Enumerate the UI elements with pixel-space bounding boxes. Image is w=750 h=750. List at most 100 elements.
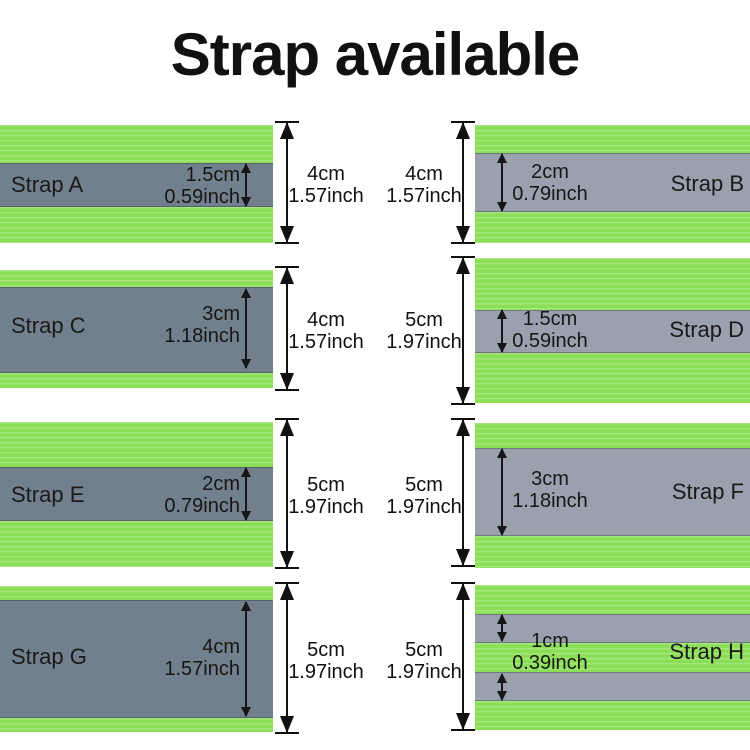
- strap-g-width-arrow-icon: [275, 582, 299, 734]
- strap-d-width-dimension: 5cm 1.97inch: [374, 309, 474, 353]
- strap-h: Strap H 1cm 0.39inch: [475, 585, 750, 730]
- strap-d-stripe-cm: 1.5cm: [522, 308, 578, 330]
- strap-d-label: Strap D: [669, 317, 744, 342]
- strap-c-width-arrow-icon: [275, 266, 299, 391]
- strap-b-width-inch: 1.57inch: [386, 185, 462, 207]
- strap-h-green-middle: [475, 643, 750, 672]
- strap-g-stripe-inch: 1.57inch: [164, 658, 240, 680]
- strap-d-stripe-inch: 0.59inch: [512, 330, 588, 352]
- strap-b-green-bottom: [475, 212, 750, 243]
- strap-b-stripe-cm: 2cm: [531, 161, 569, 183]
- strap-d-reflective-stripe: [475, 310, 750, 353]
- strap-a-width-dimension: 4cm 1.57inch: [276, 163, 376, 207]
- strap-f-label: Strap F: [671, 479, 744, 504]
- strap-h-width-dimension: 5cm 1.97inch: [374, 639, 474, 683]
- strap-e-stripe-cm: 2cm: [202, 473, 240, 495]
- strap-e-green-bottom: [0, 521, 273, 567]
- strap-g-label: Strap G: [11, 644, 87, 669]
- strap-g-reflective-stripe: [0, 600, 273, 718]
- strap-e: Strap E 2cm 0.79inch: [0, 422, 273, 567]
- strap-e-width-arrow-icon: [275, 418, 299, 569]
- strap-e-green-top: [0, 422, 273, 467]
- strap-b-stripe-dimension: 2cm 0.79inch: [508, 161, 592, 205]
- strap-g-green-top: [0, 586, 273, 600]
- strap-g-green-bottom: [0, 718, 273, 732]
- strap-e-stripe-dimension: 2cm 0.79inch: [164, 473, 240, 517]
- strap-e-label: Strap E: [11, 482, 85, 507]
- strap-d-width-arrow-icon: [451, 256, 475, 405]
- strap-a-width-inch: 1.57inch: [288, 185, 364, 207]
- strap-h-stripe-cm: 1cm: [531, 630, 569, 652]
- strap-e-width-cm: 5cm: [307, 474, 345, 496]
- strap-f-width-cm: 5cm: [405, 474, 443, 496]
- strap-h-width-arrow-icon: [451, 582, 475, 731]
- strap-c-width-inch: 1.57inch: [288, 331, 364, 353]
- strap-g-stripe-dimension: 4cm 1.57inch: [164, 636, 240, 680]
- strap-e-stripe-inch: 0.79inch: [164, 495, 240, 517]
- strap-a-stripe-arrow-icon: [240, 163, 252, 207]
- strap-d-width-cm: 5cm: [405, 309, 443, 331]
- strap-h-label: Strap H: [669, 639, 744, 664]
- strap-g-width-dimension: 5cm 1.97inch: [276, 639, 376, 683]
- strap-c-width-dimension: 4cm 1.57inch: [276, 309, 376, 353]
- strap-g: Strap G 4cm 1.57inch: [0, 586, 273, 732]
- strap-d: Strap D 1.5cm 0.59inch: [475, 258, 750, 403]
- strap-a-label: Strap A: [11, 172, 84, 197]
- strap-d-stripe-arrow-icon: [496, 309, 508, 353]
- strap-b-stripe-inch: 0.79inch: [512, 183, 588, 205]
- strap-c-reflective-stripe: [0, 287, 273, 373]
- strap-b-width-arrow-icon: [451, 121, 475, 244]
- strap-c-stripe-inch: 1.18inch: [164, 325, 240, 347]
- strap-c-stripe-cm: 3cm: [202, 303, 240, 325]
- strap-f-stripe-cm: 3cm: [531, 468, 569, 490]
- strap-c-green-top: [0, 270, 273, 287]
- strap-c-width-cm: 4cm: [307, 309, 345, 331]
- strap-b-reflective-stripe: [475, 153, 750, 212]
- strap-f-reflective-stripe: [475, 448, 750, 536]
- strap-h-stripe-dimension: 1cm 0.39inch: [508, 630, 592, 674]
- strap-c-stripe-dimension: 3cm 1.18inch: [164, 303, 240, 347]
- strap-h-stripe-inch: 0.39inch: [512, 652, 588, 674]
- strap-a: Strap A 1.5cm 0.59inch: [0, 125, 273, 243]
- strap-a-reflective-stripe: [0, 163, 273, 207]
- strap-d-width-inch: 1.97inch: [386, 331, 462, 353]
- strap-b-label: Strap B: [670, 171, 744, 196]
- strap-b-green-top: [475, 125, 750, 153]
- strap-e-stripe-arrow-icon: [240, 467, 252, 521]
- strap-a-stripe-inch: 0.59inch: [164, 186, 240, 208]
- strap-f-green-top: [475, 423, 750, 448]
- strap-g-width-inch: 1.97inch: [288, 661, 364, 683]
- strap-a-width-cm: 4cm: [307, 163, 345, 185]
- strap-d-stripe-dimension: 1.5cm 0.59inch: [508, 308, 592, 352]
- strap-c: Strap C 3cm 1.18inch: [0, 270, 273, 388]
- page-title: Strap available: [170, 21, 581, 88]
- strap-h-stripe-arrow-2-icon: [496, 673, 508, 701]
- strap-b-width-cm: 4cm: [405, 163, 443, 185]
- strap-c-label: Strap C: [11, 313, 86, 338]
- strap-h-green-top: [475, 585, 750, 614]
- strap-a-stripe-dimension: 1.5cm 0.59inch: [164, 164, 240, 208]
- strap-f-stripe-arrow-icon: [496, 448, 508, 536]
- strap-a-width-arrow-icon: [275, 121, 299, 244]
- strap-c-green-bottom: [0, 373, 273, 388]
- strap-e-width-inch: 1.97inch: [288, 496, 364, 518]
- strap-f: Strap F 3cm 1.18inch: [475, 423, 750, 568]
- strap-f-width-dimension: 5cm 1.97inch: [374, 474, 474, 518]
- strap-f-green-bottom: [475, 536, 750, 568]
- strap-a-stripe-cm: 1.5cm: [185, 164, 240, 186]
- strap-e-width-dimension: 5cm 1.97inch: [276, 474, 376, 518]
- strap-h-stripe-arrow-1-icon: [496, 614, 508, 642]
- strap-f-stripe-inch: 1.18inch: [512, 490, 588, 512]
- strap-g-stripe-arrow-icon: [240, 601, 252, 717]
- strap-g-stripe-cm: 4cm: [202, 636, 240, 658]
- strap-d-green-bottom: [475, 353, 750, 403]
- strap-a-green-bottom: [0, 207, 273, 243]
- strap-f-stripe-dimension: 3cm 1.18inch: [508, 468, 592, 512]
- strap-f-width-arrow-icon: [451, 418, 475, 567]
- strap-e-reflective-stripe: [0, 467, 273, 521]
- strap-c-stripe-arrow-icon: [240, 288, 252, 369]
- strap-b: Strap B 2cm 0.79inch: [475, 125, 750, 243]
- strap-d-green-top: [475, 258, 750, 310]
- strap-h-green-bottom: [475, 701, 750, 730]
